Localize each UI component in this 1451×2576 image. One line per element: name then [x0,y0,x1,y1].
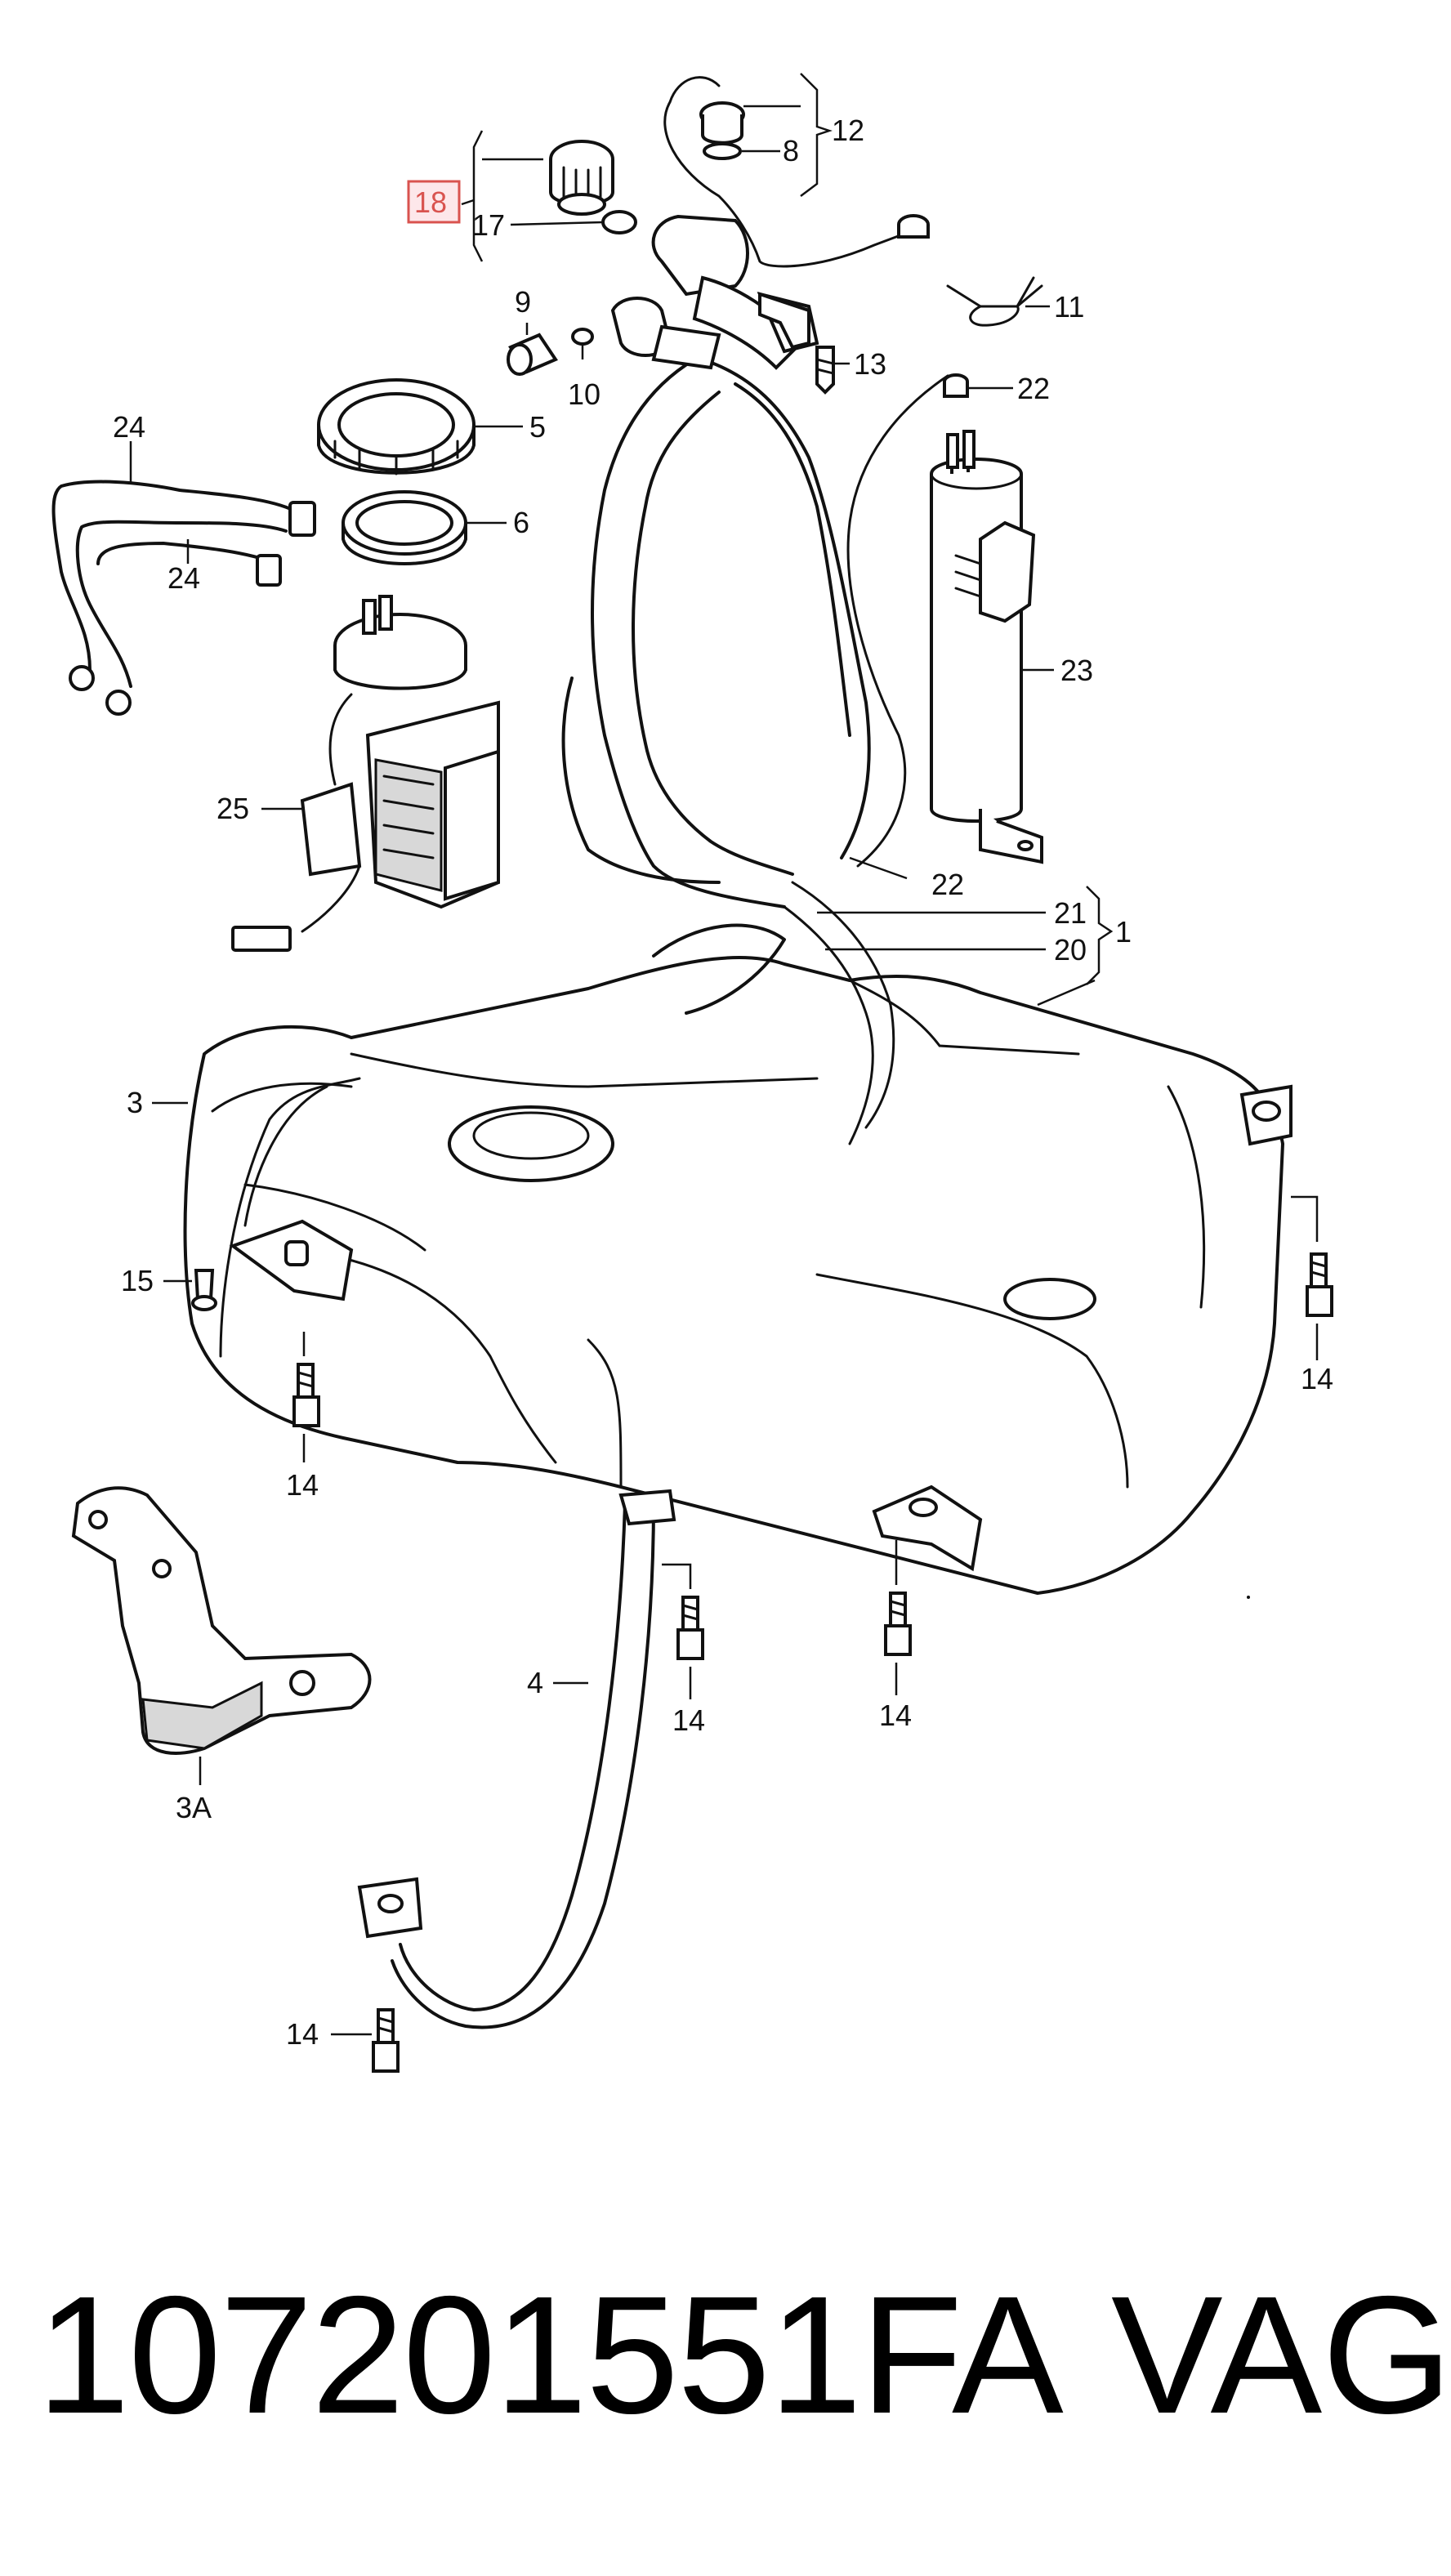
callout-15: 15 [121,1264,154,1297]
callout-18: 18 [414,185,447,219]
bolt-14d [884,1592,912,1656]
callout-17: 17 [472,208,505,242]
callout-14-center: 14 [672,1703,705,1737]
callout-25: 25 [217,792,249,825]
callout-6: 6 [513,506,529,539]
callout-5: 5 [529,410,546,444]
charcoal-canister-23 [930,430,1043,864]
fuel-tank-exploded-diagram: 18 17 12 8 9 10 11 13 22 24 5 6 24 23 25… [51,73,1333,2073]
tank-strap-4 [357,1489,676,2029]
callout-14-bottom: 14 [286,2017,319,2051]
callout-24-top: 24 [113,410,145,444]
callout-14-center-right: 14 [879,1699,912,1732]
seal-6 [342,490,467,565]
filler-bracket [758,292,810,350]
connector-22-top [943,373,969,398]
bolt-15 [191,1269,217,1311]
callout-3: 3 [127,1086,143,1119]
callout-10: 10 [568,377,600,411]
bolt-14c [676,1596,704,1660]
callout-24-bottom: 24 [167,561,200,595]
bolt-14b [1306,1252,1333,1317]
part-12 [699,101,745,160]
fuel-hose-24 [51,480,316,716]
screw-13 [815,346,835,395]
callout-23: 23 [1060,654,1093,687]
callouts: 18 17 12 8 9 10 11 13 22 24 5 6 24 23 25… [113,114,1333,2051]
fuel-tank [183,923,1284,1595]
locking-ring-5 [317,378,475,475]
bolt-14e [372,2008,400,2073]
callout-12: 12 [832,114,864,147]
tank-wiring-2 [243,1085,328,1227]
bolt-14a [292,1363,320,1427]
callout-22-mid: 22 [931,868,964,901]
fuel-pump-module-25 [231,595,500,952]
vent-valve-top [897,214,930,239]
tank-bracket-right [872,1484,983,1572]
tank-bracket-left [229,1219,354,1301]
bracket-3A [71,1486,372,1755]
callout-4: 4 [527,1666,543,1699]
part-11 [946,276,1043,327]
part-number: 107201551FA [37,2261,1064,2449]
callout-1: 1 [1115,915,1132,949]
brand-name: VAG [1111,2261,1451,2449]
callout-20: 20 [1054,933,1087,967]
callout-21: 21 [1054,896,1087,930]
valve-assembly [610,297,721,370]
callout-9: 9 [515,285,531,319]
tank-bracket-top-right [1239,1084,1293,1146]
vent-hose [663,76,909,268]
callout-11: 11 [1054,290,1084,324]
o-ring-17 [601,210,637,234]
part-9 [507,333,558,376]
callout-8: 8 [783,134,799,167]
part-10 [571,328,594,346]
callout-13: 13 [854,347,886,381]
callout-22-top: 22 [1017,372,1050,405]
callout-14-right: 14 [1301,1362,1333,1395]
callout-14-left: 14 [286,1468,319,1502]
callout-3A: 3A [176,1791,212,1824]
tank-wiring [219,1077,361,1358]
callout-18-highlight [407,180,461,224]
stray-dot [1247,1596,1250,1599]
fuel-cap-18 [549,140,614,216]
leader-lines [129,73,1319,2036]
